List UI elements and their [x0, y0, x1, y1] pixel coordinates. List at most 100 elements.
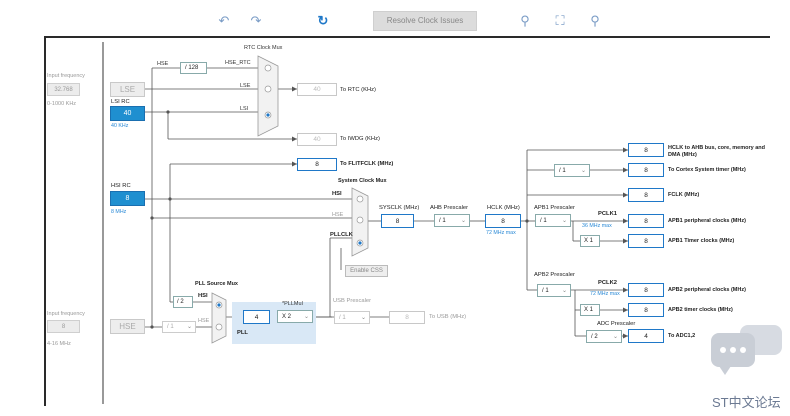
resolve-clock-issues-button[interactable]: Resolve Clock Issues [373, 11, 477, 31]
iwdg-out-label: To IWDG (KHz) [340, 136, 380, 142]
pclk1-label: PCLK1 [598, 211, 618, 217]
apb2-timer-value[interactable]: 8 [628, 303, 664, 317]
apb2-prescaler-select[interactable]: / 1 ⌄ [537, 284, 571, 297]
ahb-prescaler-value: / 1 [439, 218, 446, 224]
adc-prescaler-select[interactable]: / 2 ⌄ [586, 330, 622, 343]
apb2-timer-mult: X 1 [580, 304, 600, 316]
fclk-label: FCLK (MHz) [668, 192, 700, 198]
hclk-ahb-label: HCLK to AHB bus, core, memory and DMA (M… [668, 145, 765, 158]
rtc-div128[interactable]: / 128 [180, 62, 207, 74]
apb1-periph-value[interactable]: 8 [628, 214, 664, 228]
apb2-periph-label: APB2 peripheral clocks (MHz) [668, 287, 746, 293]
apb1-periph-label: APB1 peripheral clocks (MHz) [668, 218, 746, 224]
adc-label: ADC Prescaler [597, 321, 636, 327]
chevron-down-icon: ⌄ [561, 218, 567, 224]
rtc-mux-label: RTC Clock Mux [244, 45, 283, 51]
zoom-in-icon[interactable]: ⚲ [520, 13, 530, 28]
usb-prescaler-value: / 1 [339, 315, 346, 321]
apb1-timer-mult: X 1 [580, 235, 600, 247]
watermark: ST中文论坛 [712, 395, 781, 410]
ahb-label: AHB Prescaler [430, 205, 469, 211]
pllmul-select[interactable]: X 2 ⌄ [277, 310, 313, 323]
chat-dot-icon [740, 347, 746, 353]
apb1-timer-label: APB1 Timer clocks (MHz) [668, 238, 735, 244]
adc-out-label: To ADC1,2 [668, 333, 696, 339]
pclk2-max: 72 MHz max [590, 291, 620, 297]
adc-prescaler-value: / 2 [591, 334, 598, 340]
hse-freq-label: Input frequency [47, 311, 85, 317]
sysmux-hse: HSE [332, 212, 344, 218]
rtc-lse-label: LSE [240, 83, 251, 89]
hse-range: 4-16 MHz [47, 341, 71, 347]
chevron-down-icon: ⌄ [186, 324, 192, 330]
pll-hsi-label: HSI [198, 293, 208, 299]
chevron-down-icon: ⌄ [612, 334, 618, 340]
apb2-prescaler-value: / 1 [542, 288, 549, 294]
pllmul-value: X 2 [282, 314, 292, 320]
lsi-rc-source[interactable]: 40 [110, 106, 145, 121]
hsi-rc-source[interactable]: 8 [110, 191, 145, 206]
hclk-ahb-value[interactable]: 8 [628, 143, 664, 157]
apb1-label: APB1 Prescaler [534, 205, 575, 211]
adc-out-value[interactable]: 4 [628, 329, 664, 343]
hse-prediv-value: / 1 [167, 324, 174, 330]
cortex-div-select[interactable]: / 1⌄ [554, 164, 590, 177]
fit-icon[interactable]: ⛶ [555, 13, 565, 28]
pclk1-max: 36 MHz max [582, 223, 612, 229]
hclk-value[interactable]: 8 [485, 214, 521, 228]
refresh-icon[interactable]: ↻ [317, 13, 329, 28]
iwdg-value[interactable]: 40 [297, 133, 337, 146]
apb1-timer-value[interactable]: 8 [628, 234, 664, 248]
chevron-down-icon: ⌄ [460, 218, 466, 224]
apb2-periph-value[interactable]: 8 [628, 283, 664, 297]
apb1-prescaler-select[interactable]: / 1 ⌄ [535, 214, 571, 227]
redo-icon[interactable]: ↷ [250, 13, 262, 28]
hse-prediv-select[interactable]: / 1 ⌄ [162, 321, 196, 333]
pll-hse-label: HSE [198, 318, 210, 324]
cortex-timer-value[interactable]: 8 [628, 163, 664, 177]
usb-out-value[interactable]: 8 [389, 311, 425, 324]
hse-source[interactable]: HSE [110, 319, 145, 334]
chat-icon[interactable] [711, 333, 755, 375]
lse-source[interactable]: LSE [110, 82, 145, 97]
flitfclk-value[interactable]: 8 [297, 158, 337, 171]
chat-dot-icon [720, 347, 726, 353]
sysclk-value[interactable]: 8 [381, 214, 414, 228]
usb-prescaler-select[interactable]: / 1 ⌄ [334, 311, 370, 324]
sysmux-hsi: HSI [332, 191, 342, 197]
apb1-prescaler-value: / 1 [540, 218, 547, 224]
lse-freq-input[interactable]: 32.768 [47, 83, 80, 96]
enable-css-button[interactable]: Enable CSS [345, 265, 388, 277]
undo-icon[interactable]: ↶ [218, 13, 230, 28]
rtc-out-label: To RTC (KHz) [340, 87, 376, 93]
fclk-value[interactable]: 8 [628, 188, 664, 202]
apb2-timer-label: APB2 timer clocks (MHz) [668, 307, 733, 313]
sysmux-pllclk: PLLCLK [330, 232, 353, 238]
pll-input-value[interactable]: 4 [243, 310, 270, 324]
apb2-label: APB2 Prescaler [534, 272, 575, 278]
pll-label: PLL [237, 330, 248, 336]
pll-source-mux-label: PLL Source Mux [195, 281, 238, 287]
pll-hsi-div2: / 2 [173, 296, 193, 308]
hsi-unit: 8 MHz [111, 209, 127, 215]
hsi-rc-label: HSI RC [111, 183, 131, 189]
pllmul-label: *PLLMul [282, 301, 303, 307]
chat-dot-icon [730, 347, 736, 353]
pll-source-mux [211, 292, 227, 344]
ahb-prescaler-select[interactable]: / 1 ⌄ [434, 214, 470, 227]
cortex-div-value: / 1 [559, 168, 566, 174]
chevron-down-icon: ⌄ [360, 315, 366, 321]
usb-prescaler-label: USB Prescaler [333, 298, 372, 304]
pclk2-label: PCLK2 [598, 280, 618, 286]
sysmux-label: System Clock Mux [338, 178, 387, 184]
rtc-clock-mux [257, 55, 279, 137]
chevron-down-icon: ⌄ [561, 288, 567, 294]
hclk-max: 72 MHz max [486, 230, 516, 236]
zoom-out-icon[interactable]: ⚲ [590, 13, 600, 28]
hse-freq-input[interactable]: 8 [47, 320, 80, 333]
chevron-down-icon: ⌄ [303, 314, 309, 320]
lse-freq-label: Input frequency [47, 73, 85, 79]
rtc-lsi-label: LSI [240, 106, 249, 112]
rtc-value[interactable]: 40 [297, 83, 337, 96]
